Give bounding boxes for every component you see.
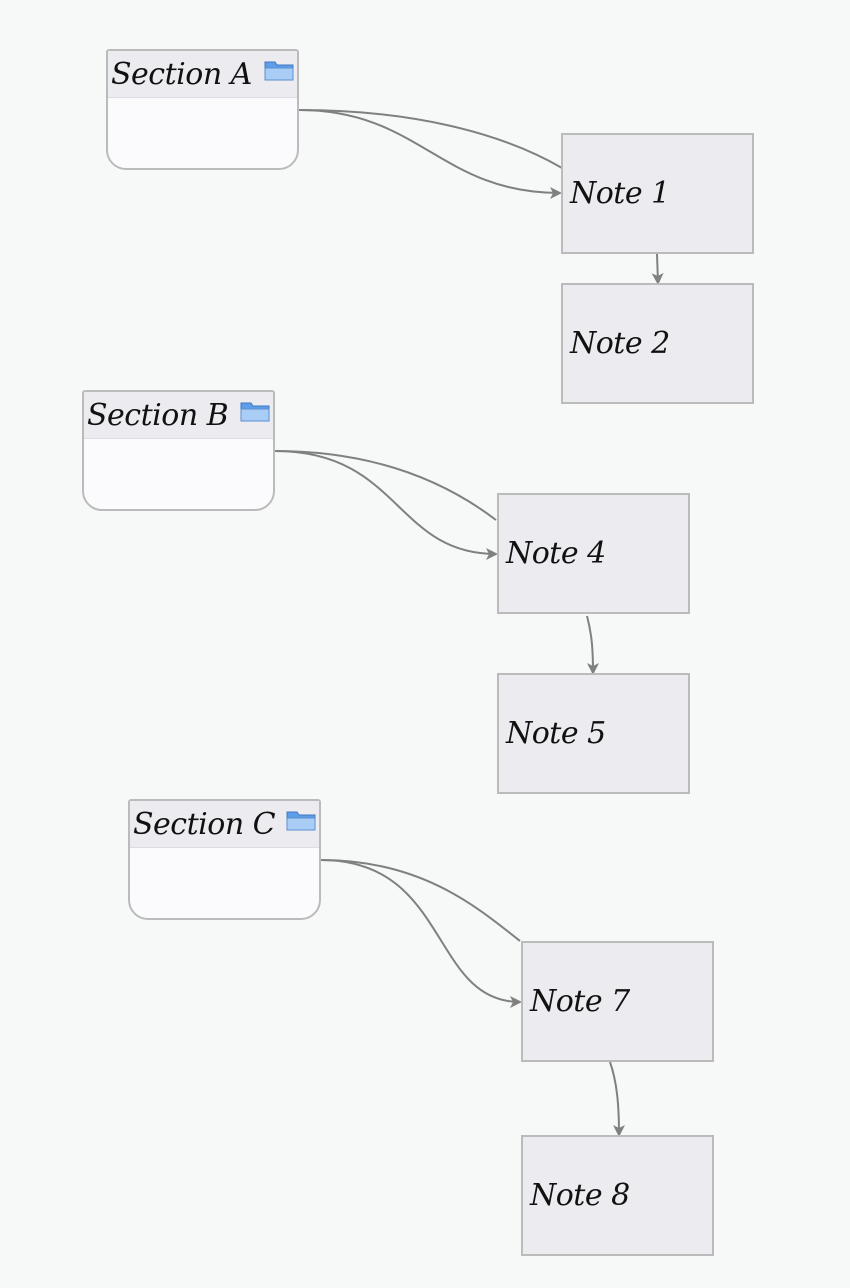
edge-note-7-note-8	[609, 1061, 625, 1137]
note-title: Note 2	[570, 326, 670, 361]
note-title: Note 4	[506, 536, 606, 571]
note-2-node[interactable]: Note 2	[561, 283, 754, 404]
note-title: Note 8	[530, 1178, 630, 1213]
note-5-node[interactable]: Note 5	[497, 673, 690, 794]
edge-section-c-note-7	[320, 859, 522, 1008]
note-4-node[interactable]: Note 4	[497, 493, 690, 614]
edge-section-a-note-1-upper	[298, 109, 563, 169]
section-title: Section C	[133, 806, 276, 842]
folder-icon[interactable]	[264, 58, 294, 82]
note-7-node[interactable]: Note 7	[521, 941, 714, 1062]
section-title: Section B	[87, 397, 229, 433]
edge-note-1-note-2	[651, 253, 664, 285]
edge-section-c-note-7-upper	[320, 859, 521, 942]
folder-icon[interactable]	[286, 808, 316, 832]
note-1-node[interactable]: Note 1	[561, 133, 754, 254]
edge-section-a-note-1	[298, 109, 562, 199]
folder-icon[interactable]	[240, 399, 270, 423]
edge-section-b-note-4-upper	[274, 450, 497, 521]
note-title: Note 5	[506, 716, 606, 751]
section-title: Section A	[111, 56, 252, 92]
section-a-node[interactable]: Section A	[106, 49, 299, 170]
note-8-node[interactable]: Note 8	[521, 1135, 714, 1256]
section-header: Section A	[108, 51, 297, 98]
section-header: Section B	[84, 392, 273, 439]
section-c-node[interactable]: Section C	[128, 799, 321, 920]
note-title: Note 1	[570, 176, 670, 211]
section-b-node[interactable]: Section B	[82, 390, 275, 511]
note-title: Note 7	[530, 984, 630, 1019]
edge-note-4-note-5	[586, 615, 599, 675]
edge-section-b-note-4	[274, 450, 498, 560]
